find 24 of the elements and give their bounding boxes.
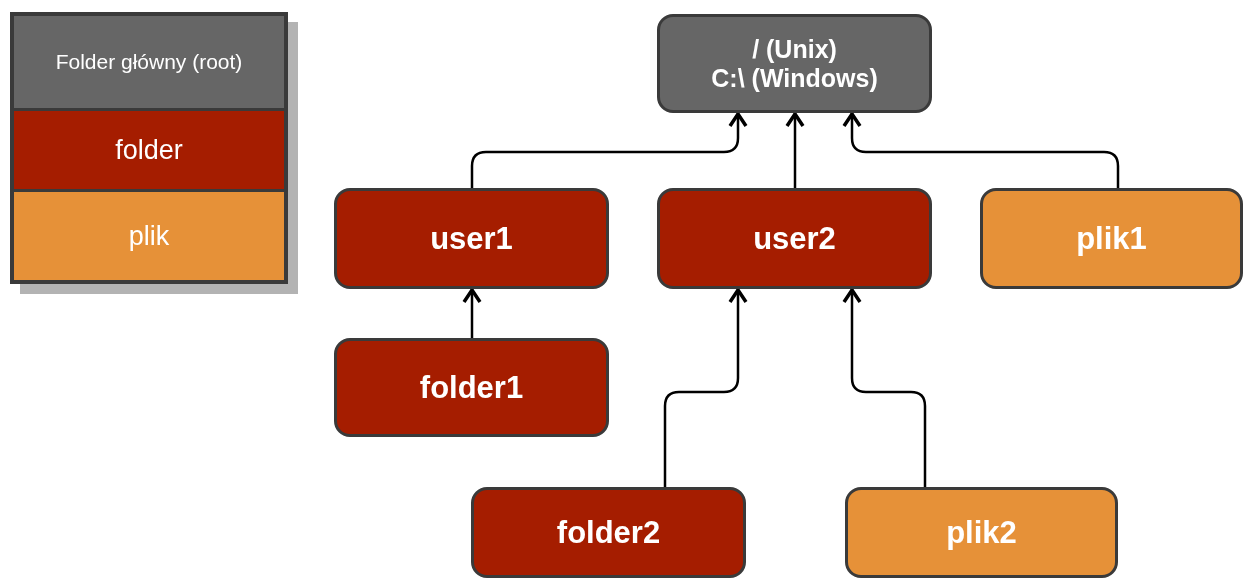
- node-label: / (Unix): [752, 34, 837, 64]
- arrow: [842, 288, 927, 487]
- file-box: [845, 487, 1118, 578]
- node-label: plik2: [946, 514, 1017, 551]
- folder-box: [657, 188, 932, 289]
- arrow: [462, 288, 482, 338]
- file-box: [980, 188, 1243, 289]
- legend-entry: folder: [14, 111, 284, 189]
- legend-entry: Folder główny (root): [14, 16, 284, 108]
- node-label: user2: [753, 220, 836, 257]
- folder-box: [657, 14, 932, 113]
- folder-box: [471, 487, 746, 578]
- legend-entry: plik: [14, 192, 284, 280]
- node-label: folder1: [419, 369, 524, 406]
- node-label: plik1: [1076, 220, 1147, 257]
- node-label: user1: [430, 220, 513, 257]
- folder-box: [334, 338, 609, 437]
- arrow: [785, 112, 805, 188]
- arrow: [663, 288, 748, 487]
- folder-box: [334, 188, 609, 289]
- arrow: [470, 112, 748, 188]
- node-label: C:\ (Windows): [711, 63, 878, 93]
- node-label: folder2: [556, 514, 661, 551]
- arrow: [842, 112, 1120, 188]
